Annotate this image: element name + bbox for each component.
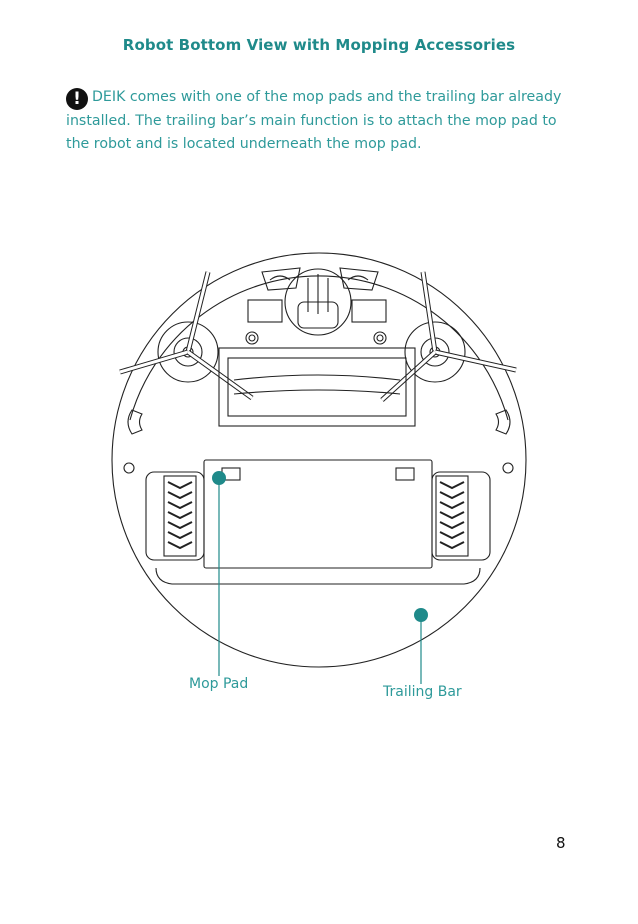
mop-pad bbox=[203, 459, 433, 569]
robot-inner-rim bbox=[129, 275, 509, 421]
drive-wheel-right bbox=[431, 471, 491, 561]
page-number: 8 bbox=[556, 834, 566, 852]
robot-body-outline bbox=[111, 252, 527, 668]
side-brush-left-hub bbox=[157, 321, 219, 383]
exclamation-icon: ! bbox=[66, 88, 88, 110]
note-paragraph: !DEIK comes with one of the mop pads and… bbox=[66, 86, 566, 156]
page-title: Robot Bottom View with Mopping Accessori… bbox=[122, 36, 516, 54]
side-brush-right-hub bbox=[404, 321, 466, 383]
main-brush-housing bbox=[218, 347, 416, 427]
trailing-bar-label: Trailing Bar bbox=[383, 684, 462, 700]
caster-wheel bbox=[284, 268, 352, 336]
mop-pad-label: Mop Pad bbox=[189, 676, 249, 692]
trailing-bar bbox=[155, 567, 481, 585]
note-text: DEIK comes with one of the mop pads and … bbox=[66, 89, 562, 152]
